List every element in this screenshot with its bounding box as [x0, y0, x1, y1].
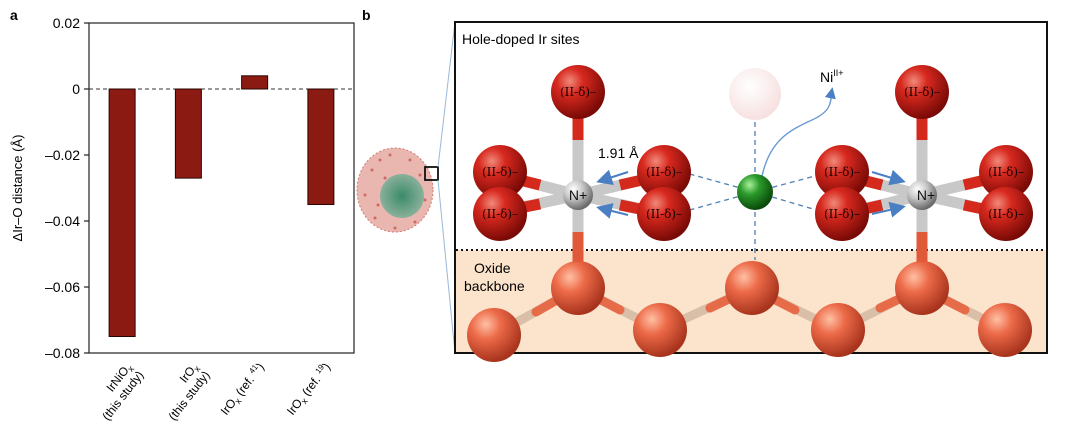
y-tick-label: –0.04 [45, 213, 80, 229]
oxygen-atoms-right [815, 65, 1033, 241]
oxygen-charge-label: (II-δ)– [482, 207, 518, 221]
bar [241, 75, 269, 90]
x-category-labels: IrNiOx(this study)IrOx(this study)IrOx (… [99, 360, 335, 423]
iridium-atom-right [907, 180, 937, 210]
y-tick-label: –0.02 [45, 147, 80, 163]
oxygen-charge-label: (II-δ)– [646, 165, 682, 179]
diagram-title: Hole-doped Ir sites [462, 31, 580, 47]
backbone-label-line1: Oxide [474, 260, 511, 276]
y-tick-label: 0 [72, 81, 80, 97]
oxygen-charge-label: (II-δ)– [824, 207, 860, 221]
panel-a-letter: a [10, 7, 18, 23]
oxygen-charge-label: (II-δ)– [988, 165, 1024, 179]
panel-b-letter: b [362, 7, 371, 23]
y-tick-label: –0.06 [45, 279, 80, 295]
center-label-left: N+ [569, 187, 587, 203]
center-label-right: N+ [917, 187, 935, 203]
ni-label: NiII+ [820, 68, 844, 85]
nanoparticle-thumbnail [356, 21, 456, 354]
oxygen-charge-label: (II-δ)– [904, 85, 940, 99]
y-tick-label: 0.02 [53, 15, 80, 31]
oxygen-charge-label: (II-δ)– [560, 85, 596, 99]
category-label: IrOx (ref. 19) [283, 360, 335, 419]
oxygen-charge-label: (II-δ)– [988, 207, 1024, 221]
oxygen-charge-label: (II-δ)– [646, 207, 682, 221]
oxygen-atoms-left [473, 65, 691, 241]
y-tick-label: –0.08 [45, 345, 80, 361]
backbone-atoms [467, 261, 1032, 362]
nickel-atom [737, 174, 773, 210]
vacancy-ghost-atom [729, 68, 781, 120]
oxygen-charge-label: (II-δ)– [482, 165, 518, 179]
ni-leaving-arrow [761, 87, 836, 177]
iridium-atom-left [563, 180, 593, 210]
backbone-label-line2: backbone [464, 278, 525, 294]
bar [307, 88, 335, 205]
bar-chart: 0.02 0 –0.02 –0.04 –0.06 –0.08 IrNiOx(this st… [10, 15, 355, 423]
bar [108, 88, 136, 337]
bar [174, 88, 202, 179]
bars [108, 75, 335, 337]
category-label: IrOx (ref. 41) [217, 360, 269, 419]
y-axis-label: ΔIr–O distance (Å) [10, 135, 25, 242]
oxygen-labels: (II-δ)– (II-δ)– (II-δ)– (II-δ)– (II-δ)– (II-δ… [482, 85, 1024, 221]
compression-arrows [596, 169, 906, 219]
oxygen-charge-label: (II-δ)– [824, 165, 860, 179]
y-ticks: 0.02 0 –0.02 –0.04 –0.06 –0.08 [45, 15, 89, 361]
plot-frame [88, 22, 355, 354]
bond-length-label: 1.91 Å [598, 145, 639, 161]
structure-diagram: Hole-doped Ir sites Oxide backbone 1.91 … [454, 21, 1048, 362]
